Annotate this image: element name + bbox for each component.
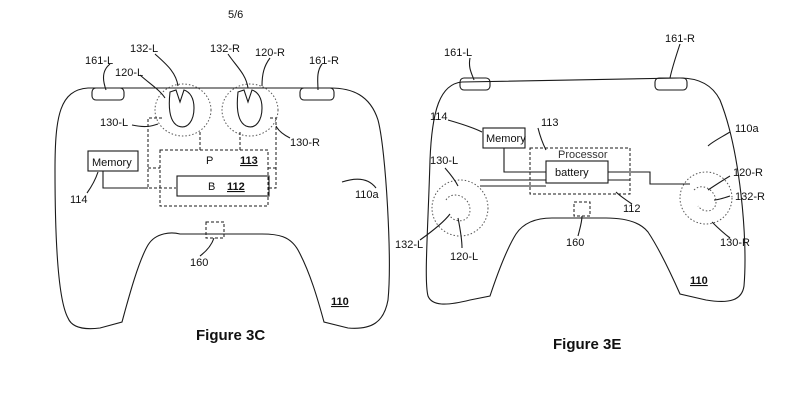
label-132-l-3c: 132-L [130,43,158,55]
label-112-3e: 112 [623,203,641,215]
memory-label-3e: Memory [486,133,526,145]
label-114-3c: 114 [70,194,88,206]
shoulder-button-161-r-3e [654,77,688,91]
leader-120-r [261,57,271,87]
leader-113-3e [537,127,547,151]
controller-body-3e [425,77,746,305]
label-161-r-3c: 161-R [309,55,339,67]
leader-160-3e [577,215,583,237]
leader-161-l-3e [468,57,475,81]
label-130-r-3e: 130-R [720,237,750,249]
leader-120-l-3e [457,217,463,249]
right-bus-3e [608,171,690,185]
leader-120-r-3e [707,175,731,191]
label-120-r-3c: 120-R [255,47,285,59]
figure-3e: 161-L 161-R 114 Memory 113 Processor bat… [395,33,765,353]
port-160-3e [573,201,591,217]
battery-label-3e: battery [555,167,589,179]
memory-connector-3c [102,171,148,189]
processor-label-3e: Processor [558,149,608,161]
grip-region-130-r [221,83,279,137]
controller-body-3c [54,87,390,330]
label-110a-3e: 110a [735,123,760,135]
grip-region-130-r-3e [679,171,733,225]
label-160-3e: 160 [566,237,584,249]
leader-160-3c [199,237,215,257]
label-120-l-3e: 120-L [450,251,478,263]
label-110-3e: 110 [690,275,708,287]
leader-132-r-3e [713,195,731,201]
memory-box-114 [87,150,139,172]
label-132-l-3e: 132-L [395,239,423,251]
label-120-l-3c: 120-L [115,67,143,79]
shoulder-button-161-r [299,87,335,101]
label-130-r-3c: 130-R [290,137,320,149]
shoulder-button-161-l [91,87,125,101]
leader-112-3e [615,191,633,205]
processor-box-113-3e [529,147,631,195]
label-132-r-3c: 132-R [210,43,240,55]
label-161-r-3e: 161-R [665,33,695,45]
sensor-120-r-3e [693,186,717,212]
label-161-l-3e: 161-L [444,47,472,59]
label-161-l-3c: 161-L [85,55,113,67]
sensor-120-l-3e [445,194,471,222]
figure-3e-caption: Figure 3E [553,336,621,353]
label-110a-3c: 110a [355,189,380,201]
memory-label-3c: Memory [92,157,132,169]
leader-161-r [317,63,323,91]
page-number: 5/6 [228,9,243,21]
circuit-trace-3c [147,117,277,189]
leader-130-l [131,123,159,128]
leader-132-l-3e [419,213,451,241]
battery-box-112 [176,175,270,197]
label-130-l-3e: 130-L [430,155,458,167]
label-120-r-3e: 120-R [733,167,763,179]
label-132-r-3e: 132-R [735,191,765,203]
leader-114-3e [447,119,483,133]
figure-3c: 161-L 161-R 132-L 132-R 120-L 120-R 130-… [54,43,390,344]
label-113-3e: 113 [541,117,559,129]
label-160-3c: 160 [190,257,208,269]
leader-110a-3e [707,131,731,147]
leader-114-3c [86,171,99,194]
processor-box-113 [159,149,269,207]
processor-p-label: P [206,155,213,167]
memory-connector-3e [503,148,546,173]
leader-130-r [275,125,291,139]
leader-161-l [102,63,111,91]
leader-132-r [227,53,249,89]
figure-3c-caption: Figure 3C [196,327,265,344]
label-110-3c: 110 [331,296,349,308]
sensor-132-r [236,89,263,128]
shoulder-button-161-l-3e [459,77,491,91]
leader-110a-3c [341,178,377,189]
leader-130-r-3e [711,221,731,239]
leader-130-l-3e [444,167,459,187]
left-bus-3e [480,179,546,187]
label-114-3e: 114 [430,111,448,123]
port-160-3c [205,221,225,239]
battery-b-label: B [208,181,215,193]
sensor-132-l [168,89,195,128]
leader-120-l [139,74,166,99]
label-112-3c: 112 [227,181,245,193]
leader-132-l [154,53,179,87]
label-130-l-3c: 130-L [100,117,128,129]
label-113-3c: 113 [240,155,258,167]
grip-region-130-l-3e [431,179,489,237]
leader-161-r-3e [669,43,681,79]
grip-region-130-l [154,83,212,137]
